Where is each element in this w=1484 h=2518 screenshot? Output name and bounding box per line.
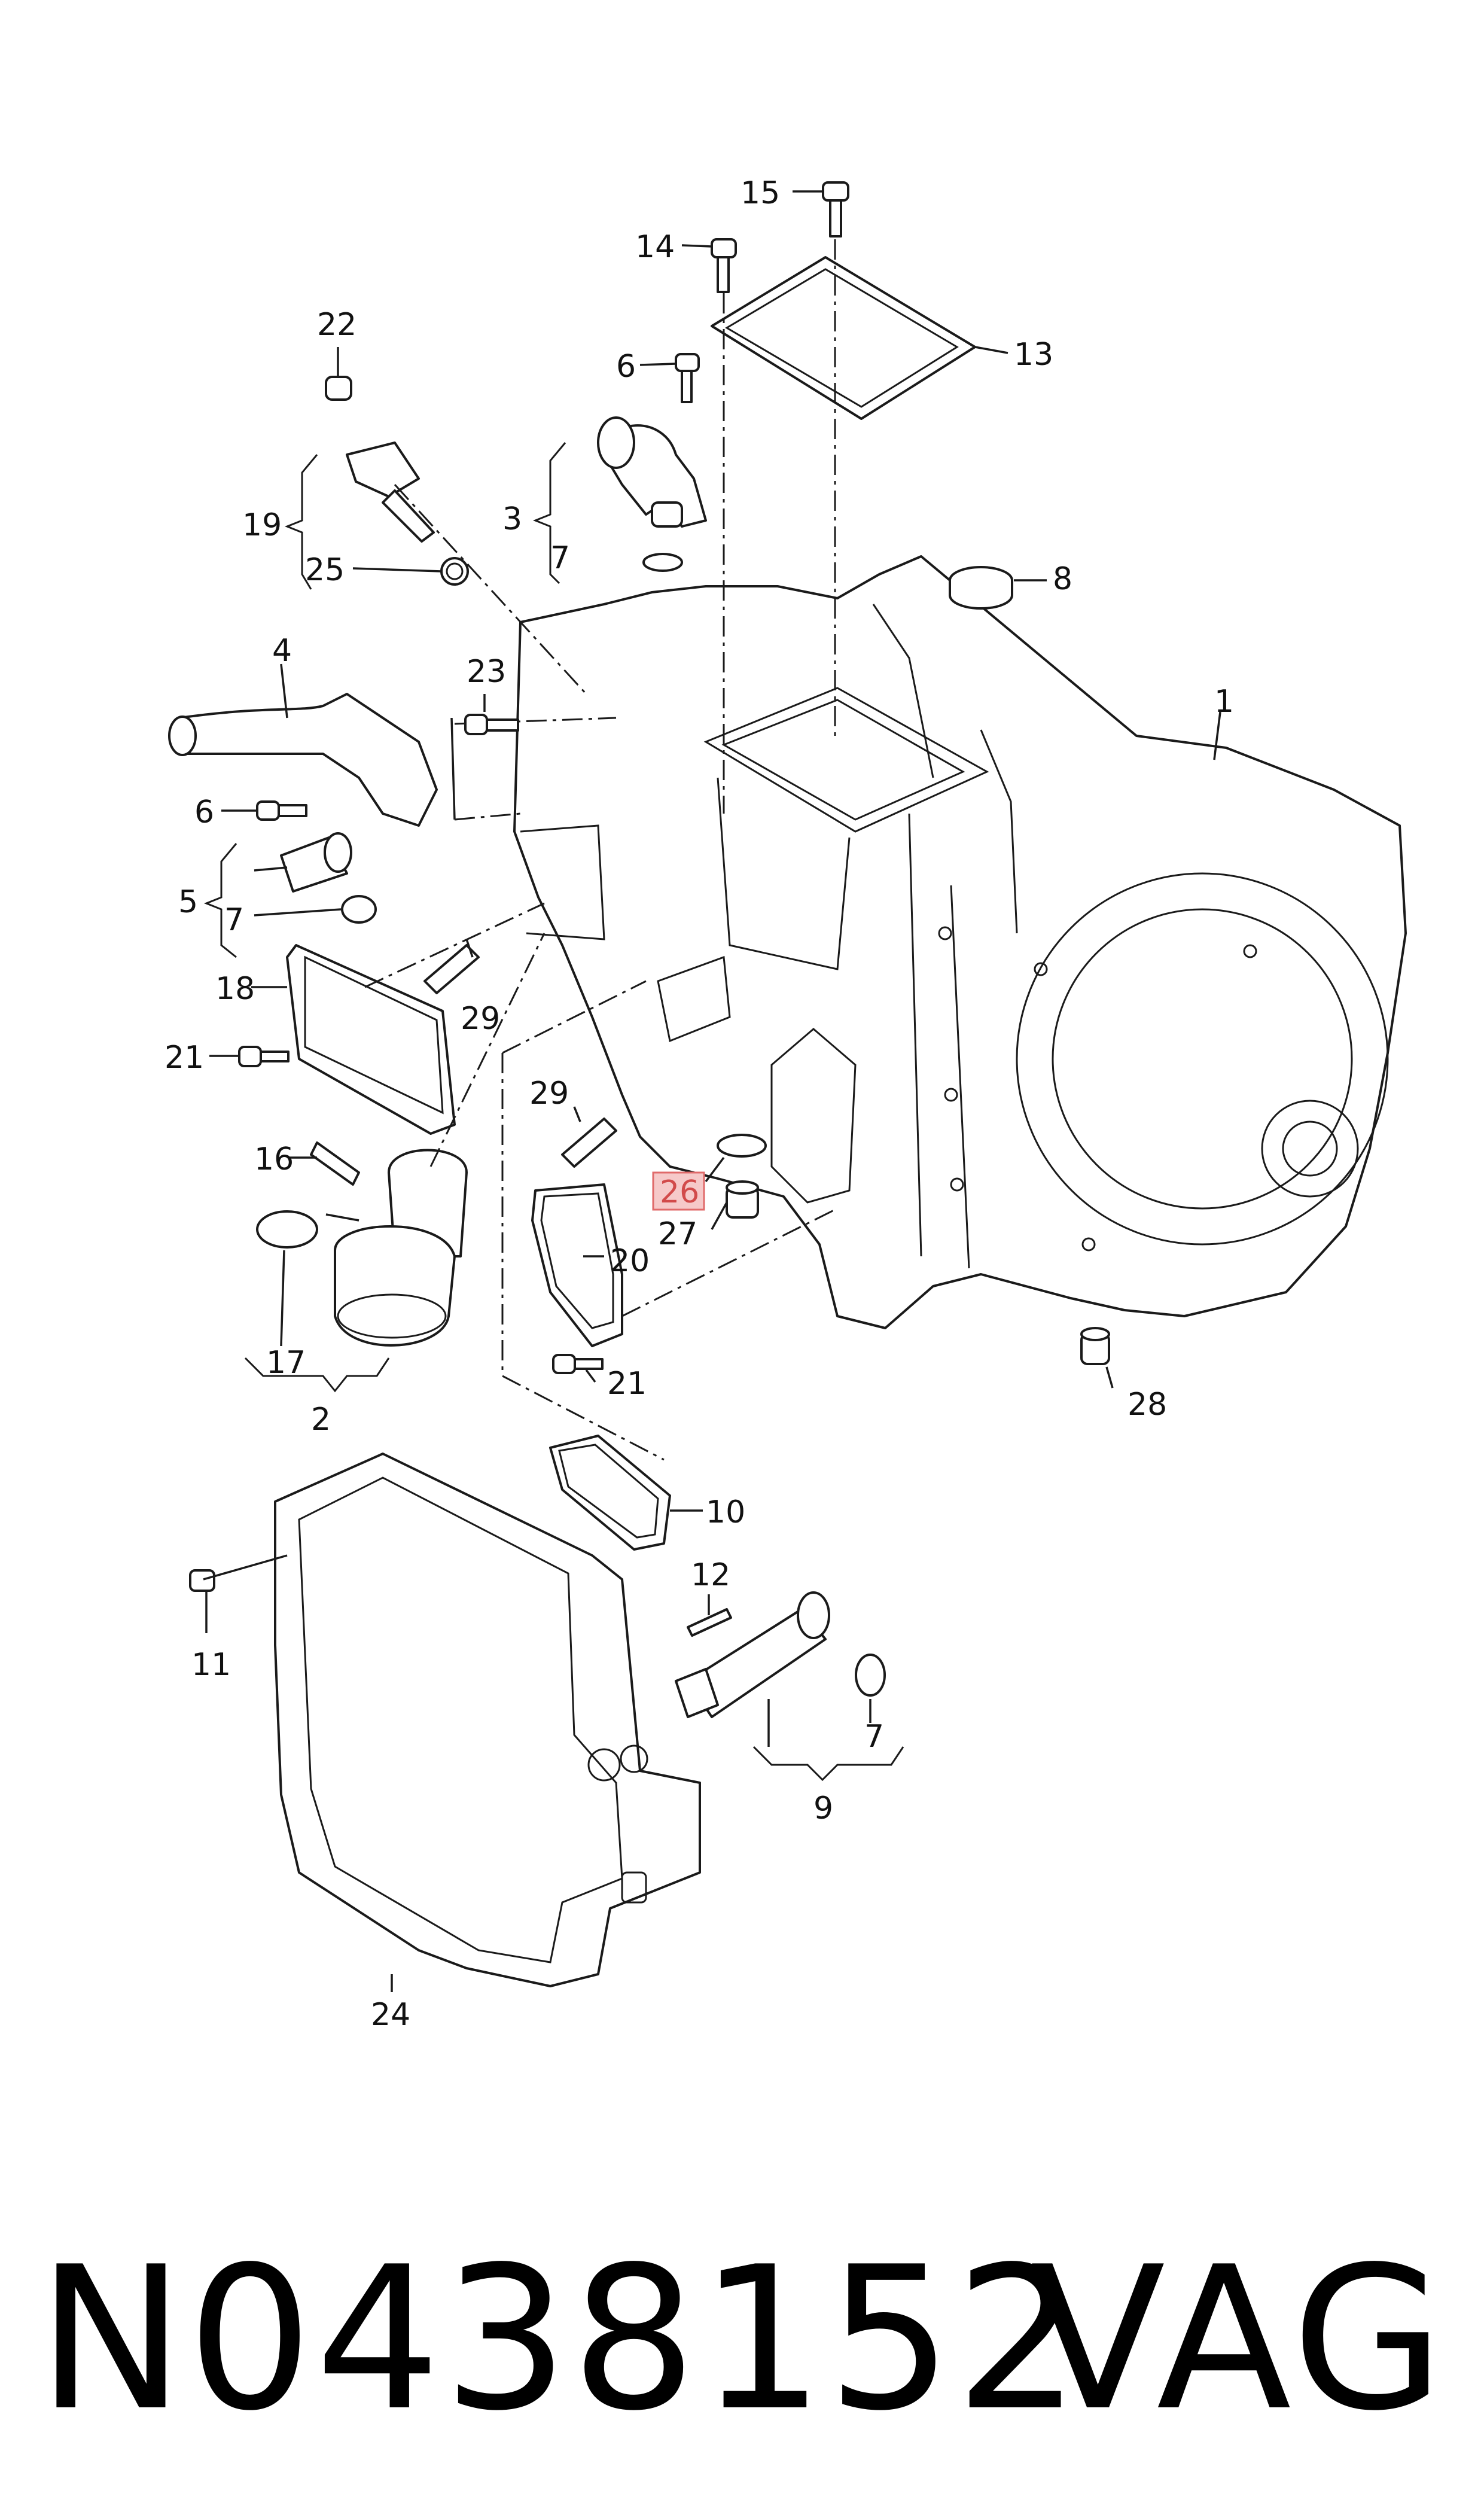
callout-26: 26 (660, 1174, 699, 1210)
gasket-10 (549, 1435, 671, 1551)
pin-12 (687, 1608, 732, 1637)
gearbox-housing (513, 555, 1407, 1329)
callout-23: 23 (467, 654, 506, 690)
callout-21-lower: 21 (607, 1366, 647, 1402)
side-cover-18 (286, 944, 456, 1135)
callout-13: 13 (1014, 337, 1053, 373)
callout-19: 19 (242, 507, 282, 543)
top-cover-plate (711, 256, 976, 420)
bolt-6-lower (256, 800, 307, 821)
sealant-tube-16 (310, 1141, 360, 1186)
callout-7-tube: 7 (864, 1719, 884, 1755)
o-ring-7-lower (341, 895, 377, 924)
part-number: N0438152 (37, 2224, 1083, 2454)
coolant-pipe (168, 693, 438, 827)
bolt-21-upper (238, 1046, 290, 1067)
o-ring-17 (256, 1210, 318, 1249)
callout-6-lower: 6 (194, 794, 214, 830)
housing-cap (949, 566, 1013, 610)
callout-16: 16 (254, 1141, 294, 1177)
exploded-parts-diagram: 1 2 3 4 5 6 6 7 7 17 7 8 9 10 11 12 13 1… (164, 175, 1407, 2033)
callout-8: 8 (1053, 561, 1072, 597)
part-footer: N0438152 VAG (0, 2231, 1484, 2447)
mechatronic-unit (274, 1453, 701, 1987)
callout-20: 20 (610, 1243, 650, 1279)
callout-4: 4 (272, 633, 292, 669)
coolant-elbow (597, 416, 707, 528)
callout-27: 27 (658, 1216, 697, 1252)
sealant-tube-29-lower (561, 1118, 617, 1168)
oil-tube-9 (675, 1591, 830, 1718)
callout-22: 22 (317, 307, 356, 343)
o-ring-25 (440, 557, 469, 586)
side-cover-20 (531, 1183, 623, 1347)
o-ring-7-tube (855, 1654, 886, 1697)
callout-10: 10 (706, 1494, 745, 1530)
callout-9: 9 (813, 1791, 833, 1826)
bolt-11 (189, 1554, 288, 1592)
drain-plug-28 (1080, 1327, 1110, 1365)
bolt-21-lower (552, 1354, 604, 1374)
callout-5: 5 (178, 884, 198, 920)
callout-29-upper: 29 (461, 1001, 500, 1037)
callout-15: 15 (741, 175, 780, 211)
bolt-23 (464, 714, 519, 735)
callout-2: 2 (311, 1402, 331, 1438)
callout-12: 12 (691, 1557, 730, 1593)
brand-label: VAG (1030, 2224, 1448, 2454)
o-ring-7-upper (642, 553, 683, 572)
callout-7-stub: 7 (224, 902, 244, 938)
callout-29-lower: 29 (529, 1076, 569, 1112)
bolt-15 (822, 181, 849, 238)
oil-filter (334, 1149, 468, 1347)
callout-18: 18 (215, 971, 255, 1007)
callout-17-ring: 17 (266, 1345, 306, 1381)
callout-14: 14 (635, 229, 675, 265)
callout-1: 1 (1214, 684, 1234, 720)
seal-ring-26 (717, 1134, 767, 1158)
bolt-6-upper (675, 353, 700, 403)
speed-sensor (325, 376, 435, 543)
callout-3: 3 (502, 501, 522, 537)
bolt-14 (711, 238, 737, 293)
callout-7-elbow: 7 (550, 540, 570, 576)
callout-25: 25 (305, 552, 345, 588)
sealant-tube-29-upper (423, 944, 480, 994)
callout-24: 24 (371, 1997, 410, 2033)
callout-11: 11 (191, 1647, 231, 1683)
callout-28: 28 (1128, 1387, 1167, 1423)
callout-21-upper: 21 (164, 1040, 204, 1076)
pipe-stub (280, 832, 352, 893)
drain-plug-27 (726, 1180, 759, 1219)
callout-6-upper: 6 (616, 349, 636, 385)
callout-26-highlight (652, 1171, 705, 1211)
